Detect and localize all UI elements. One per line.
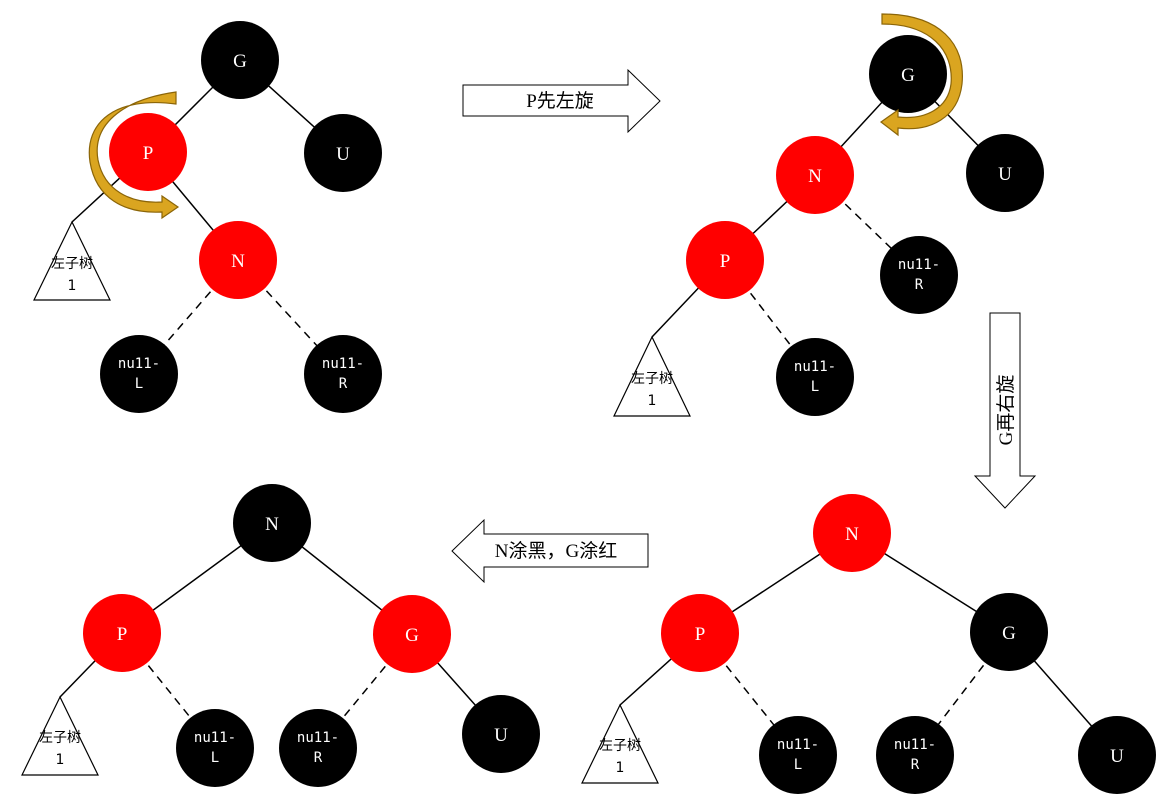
- node-n-label: N: [265, 514, 279, 535]
- null-r-top: nu11-: [322, 356, 364, 372]
- null-r-top: nu11-: [297, 730, 339, 746]
- subtree-label: 左子树: [631, 371, 673, 387]
- null-l-top: nu11-: [777, 737, 819, 753]
- subtree-1-triangle: [581, 703, 659, 784]
- node-null-r: [304, 335, 382, 413]
- step-1-arrow: P先左旋: [462, 68, 661, 134]
- null-r-bottom: R: [314, 750, 323, 766]
- rotation-arrow-icon: [88, 91, 180, 220]
- step-3-arrow: N涂黑，G涂红: [451, 518, 649, 584]
- null-l-bottom: L: [811, 379, 819, 395]
- subtree-label: 左子树: [599, 738, 641, 754]
- node-null-l: [176, 709, 254, 787]
- edge-n-null-r: [814, 174, 920, 276]
- node-g-label: G: [901, 65, 915, 86]
- step-3-label: N涂黑，G涂红: [495, 540, 617, 562]
- subtree-1-triangle: [33, 220, 111, 301]
- node-n: [199, 221, 277, 299]
- null-r-bottom: R: [339, 376, 348, 392]
- node-n: [813, 494, 891, 572]
- edge-n-null-l: [138, 259, 239, 375]
- node-p: [661, 594, 739, 672]
- node-u-label: U: [494, 725, 508, 746]
- node-null-r: [880, 236, 958, 314]
- edge-p-null-l: [724, 259, 816, 378]
- subtree-number: 1: [616, 760, 625, 776]
- node-n-label: N: [808, 166, 822, 187]
- node-n: [776, 136, 854, 214]
- node-null-l: [776, 338, 854, 416]
- step-2-arrow: G再右旋: [973, 312, 1037, 509]
- node-u-label: U: [1110, 746, 1124, 767]
- edge-g-null-r: [317, 633, 413, 749]
- subtree-1-triangle: [21, 695, 99, 776]
- node-g: [869, 35, 947, 113]
- null-r-bottom: R: [915, 277, 924, 293]
- subtree-label: 左子树: [39, 730, 81, 746]
- null-l-top: nu11-: [118, 356, 160, 372]
- subtree-number: 1: [56, 752, 65, 768]
- tree-after-right-rotation: 左子树 1 N P G nu11- L nu11- R U: [581, 494, 1156, 794]
- node-g-label: G: [1002, 623, 1016, 644]
- tree-before-rotation: 左子树 1 G U P N nu11- L nu11- R: [33, 21, 382, 413]
- subtree-label: 左子树: [51, 256, 93, 272]
- subtree-number: 1: [68, 278, 77, 294]
- null-l-bottom: L: [794, 757, 802, 773]
- node-p: [109, 113, 187, 191]
- subtree-1-triangle: [613, 335, 691, 417]
- node-p-label: P: [143, 143, 154, 164]
- node-p: [686, 221, 764, 299]
- node-p-label: P: [720, 251, 731, 272]
- block-arrow-right-icon: [462, 68, 661, 134]
- node-p: [83, 594, 161, 672]
- tree-after-left-rotation: 左子树 1 G U N P nu11- R nu11- L: [613, 13, 1044, 417]
- subtree-number: 1: [648, 393, 657, 409]
- block-arrow-down-icon: [973, 312, 1037, 509]
- null-l-bottom: L: [211, 750, 219, 766]
- null-r-bottom: R: [911, 757, 920, 773]
- edge-p-null-l: [121, 632, 216, 749]
- node-g: [970, 593, 1048, 671]
- node-p-label: P: [117, 624, 128, 645]
- node-u: [304, 114, 382, 192]
- node-u: [1078, 716, 1156, 794]
- null-l-bottom: L: [135, 376, 143, 392]
- null-r-top: nu11-: [894, 737, 936, 753]
- null-l-top: nu11-: [194, 730, 236, 746]
- step-2-label: G再右旋: [995, 375, 1017, 446]
- step-1-label: P先左旋: [526, 90, 594, 112]
- node-g-label: G: [405, 625, 419, 646]
- node-null-l: [100, 335, 178, 413]
- rotation-arrow-icon: [879, 13, 963, 137]
- node-u-label: U: [998, 164, 1012, 185]
- null-r-top: nu11-: [898, 257, 940, 273]
- null-l-top: nu11-: [794, 359, 836, 375]
- node-null-r: [876, 716, 954, 794]
- node-n: [233, 484, 311, 562]
- node-g: [373, 595, 451, 673]
- node-g: [201, 21, 279, 99]
- node-u: [462, 695, 540, 773]
- node-n-label: N: [845, 524, 859, 545]
- tree-final-recolored: 左子树 1 N P G nu11- L nu11- R U: [21, 484, 540, 787]
- block-arrow-left-icon: [451, 518, 649, 584]
- node-null-l: [759, 716, 837, 794]
- node-null-r: [279, 709, 357, 787]
- node-n-label: N: [231, 251, 245, 272]
- node-u: [966, 134, 1044, 212]
- node-p-label: P: [695, 624, 706, 645]
- node-u-label: U: [336, 144, 350, 165]
- node-g-label: G: [233, 51, 247, 72]
